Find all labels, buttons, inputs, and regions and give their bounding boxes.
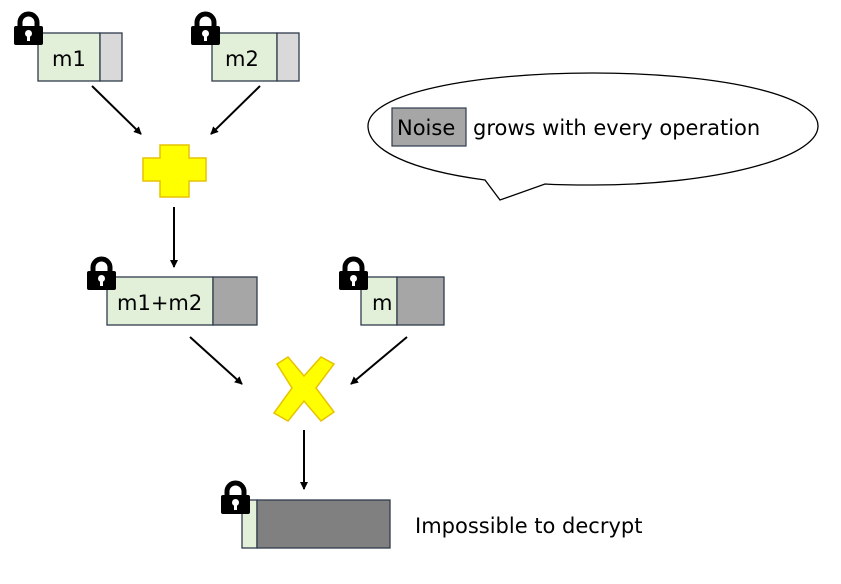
ciphertext-m1: m1 (14, 14, 123, 82)
noise-part (256, 499, 391, 549)
arrow (91, 85, 142, 135)
message-part (211, 32, 278, 82)
noise-part (212, 276, 258, 326)
ciphertext-m: m (339, 259, 445, 326)
noise-part (396, 276, 445, 326)
message-label: m2 (225, 47, 259, 71)
noise-part (99, 32, 123, 82)
arrow (350, 336, 408, 385)
message-label: m1+m2 (117, 291, 202, 315)
message-label: m (372, 291, 392, 315)
noise-callout: Noise grows with every operation (367, 72, 819, 201)
callout-bubble (367, 72, 819, 201)
lock-icon (339, 259, 368, 290)
message-part (37, 32, 101, 82)
lock-icon (87, 259, 116, 290)
ciphertext-m2: m2 (191, 14, 300, 82)
multiply-icon (272, 356, 336, 423)
callout-text: grows with every operation (473, 116, 760, 140)
ciphertext-sum: m1+m2 (87, 259, 258, 326)
lock-icon (14, 14, 43, 45)
arrow (210, 85, 261, 135)
noise-part (276, 32, 300, 82)
noise-label: Noise (397, 116, 455, 140)
noise-sample (391, 107, 467, 147)
message-label: m1 (52, 47, 86, 71)
lock-icon (221, 483, 250, 514)
lock-icon (191, 14, 220, 45)
ciphertext-result (221, 483, 391, 549)
plus-icon (142, 144, 207, 198)
result-caption: Impossible to decrypt (415, 514, 642, 538)
arrow (189, 336, 243, 385)
